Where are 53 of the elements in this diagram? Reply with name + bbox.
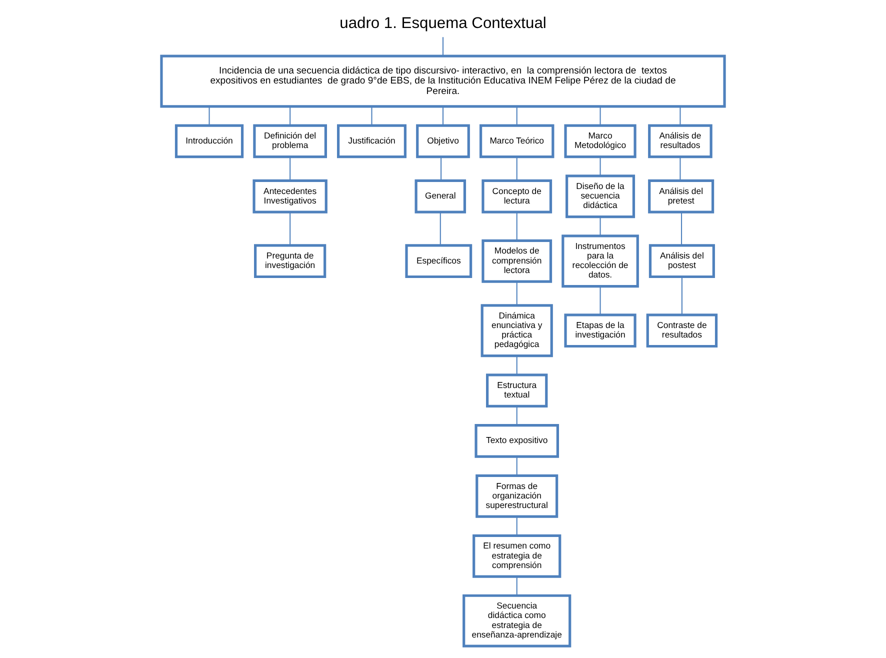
connector [516,106,518,126]
connector [516,576,518,596]
node-box: Secuencia didáctica como estrategia de enseñanza-aprendizaje [462,594,572,648]
node-box: Definición del problema [253,124,327,158]
node-box: Introducción [174,124,244,158]
node-box: El resumen como estrategia de comprensión [472,534,562,578]
connector [600,286,601,315]
node-box: Contraste de resultados [646,314,718,348]
connector [371,106,372,126]
node-box: General [414,179,466,214]
node-box: Pregunta de investigación [254,244,326,278]
connector [516,282,518,306]
node-box: Modelos de comprensión lectora [482,239,552,283]
node-box: Análisis del postest [648,244,715,278]
node-box: Marco Metodológico [564,124,636,158]
node-box: Texto expositivo [474,424,559,458]
connector [290,156,291,180]
node-box: Justificación [337,124,406,158]
node-box: Análisis del pretest [648,179,714,214]
node-box: Instrumentos para la recolección de datos. [562,234,639,288]
connector [516,406,518,426]
connector [516,356,518,375]
connector [681,212,682,246]
node-box: Concepto de lectura [482,179,552,214]
connector [290,212,291,246]
connector [516,516,518,536]
node-box: Objetivo [416,124,470,158]
node-box: Análisis de resultados [648,124,712,158]
node-box: Estructura textual [486,374,548,408]
node-box: Marco Teórico [480,124,554,158]
node-box: Diseño de la secuencia didáctica [566,174,636,218]
connector [290,106,291,126]
node-box: Etapas de la investigación [564,314,636,348]
connector [440,156,442,180]
connector [600,106,601,126]
connector [681,276,682,315]
node-box: Formas de organización superestructural [476,474,558,518]
node-box: Antecedentes Investigativos [252,179,328,214]
connector [442,37,444,56]
connector [680,106,681,126]
connector [516,212,518,241]
node-box: Dinámica enunciativa y práctica pedagógica [480,304,553,358]
connector [440,212,441,246]
node-box: Incidencia de una secuencia didáctica de tipo discursivo- interactivo, en la comprensión lectora de textos expositivos en estudiantes de grado 9°de EBS, de la Institución Educativa INEM Felipe Pérez de la ciudad de Pereira. [160,54,726,108]
connector [516,156,518,180]
connector [680,156,681,180]
connector [600,216,601,236]
connector [442,106,444,126]
connector [516,456,518,476]
connector [208,106,210,126]
connector [600,156,601,176]
node-box: Específicos [405,244,472,278]
diagram-title: uadro 1. Esquema Contextual [340,14,546,32]
